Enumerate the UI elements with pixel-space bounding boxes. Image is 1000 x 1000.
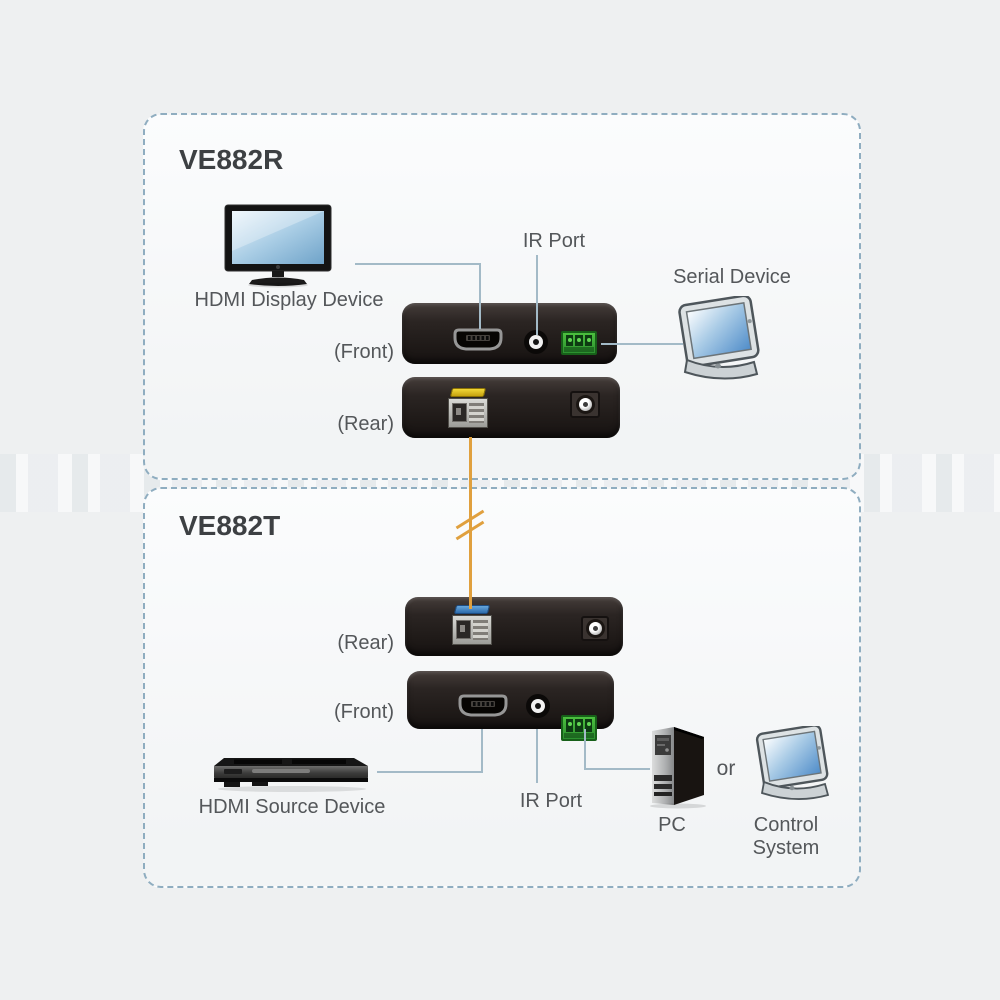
hdmi-display-monitor-icon	[224, 204, 336, 293]
front-label-receiver: (Front)	[334, 341, 394, 363]
transmitter-title: VE882T	[179, 510, 281, 541]
hdmi-source-player-icon	[208, 752, 376, 799]
fiber-optic-cable	[469, 437, 472, 609]
receiver-title: VE882R	[179, 144, 284, 175]
serial-terminal-block-transmitter	[561, 715, 597, 741]
ir-pointer-line-transmitter	[536, 729, 538, 783]
control-system-label-line1: Control	[753, 814, 819, 836]
display-connection-line-vertical	[479, 263, 481, 329]
pc-connection-line-horizontal	[584, 768, 650, 770]
rear-label-transmitter: (Rear)	[337, 632, 394, 654]
display-connection-line-horizontal	[355, 263, 481, 265]
ir-port-label-receiver: IR Port	[522, 230, 586, 252]
control-system-touchscreen-icon	[748, 724, 840, 813]
control-system-label-line2: System	[752, 837, 820, 859]
serial-connection-line	[601, 343, 683, 345]
pc-connection-line-vertical	[584, 729, 586, 770]
hdmi-source-device-label: HDMI Source Device	[198, 796, 386, 818]
fiber-port-icon-receiver	[448, 388, 488, 428]
source-connection-line-horizontal	[377, 771, 483, 773]
ir-port-icon-transmitter	[526, 694, 550, 718]
hdmi-port-icon-receiver	[452, 325, 504, 360]
pc-tower-icon	[644, 723, 710, 814]
fiber-port-icon-transmitter	[452, 605, 492, 645]
or-label: or	[716, 757, 736, 780]
source-connection-line-vertical	[481, 729, 483, 773]
hdmi-display-device-label: HDMI Display Device	[194, 289, 384, 311]
pc-label: PC	[658, 814, 686, 836]
serial-terminal-block-receiver	[561, 331, 597, 355]
rear-label-receiver: (Rear)	[337, 413, 394, 435]
ir-port-label-transmitter: IR Port	[519, 790, 583, 812]
control-system-label: Control System	[724, 814, 848, 860]
power-jack-icon-transmitter	[581, 616, 609, 641]
serial-touchscreen-icon	[668, 294, 772, 395]
hdmi-port-icon-transmitter	[457, 691, 509, 726]
front-label-transmitter: (Front)	[334, 701, 394, 723]
power-jack-icon-receiver	[570, 391, 600, 418]
serial-device-label: Serial Device	[673, 266, 791, 288]
ir-pointer-line-receiver	[536, 255, 538, 335]
